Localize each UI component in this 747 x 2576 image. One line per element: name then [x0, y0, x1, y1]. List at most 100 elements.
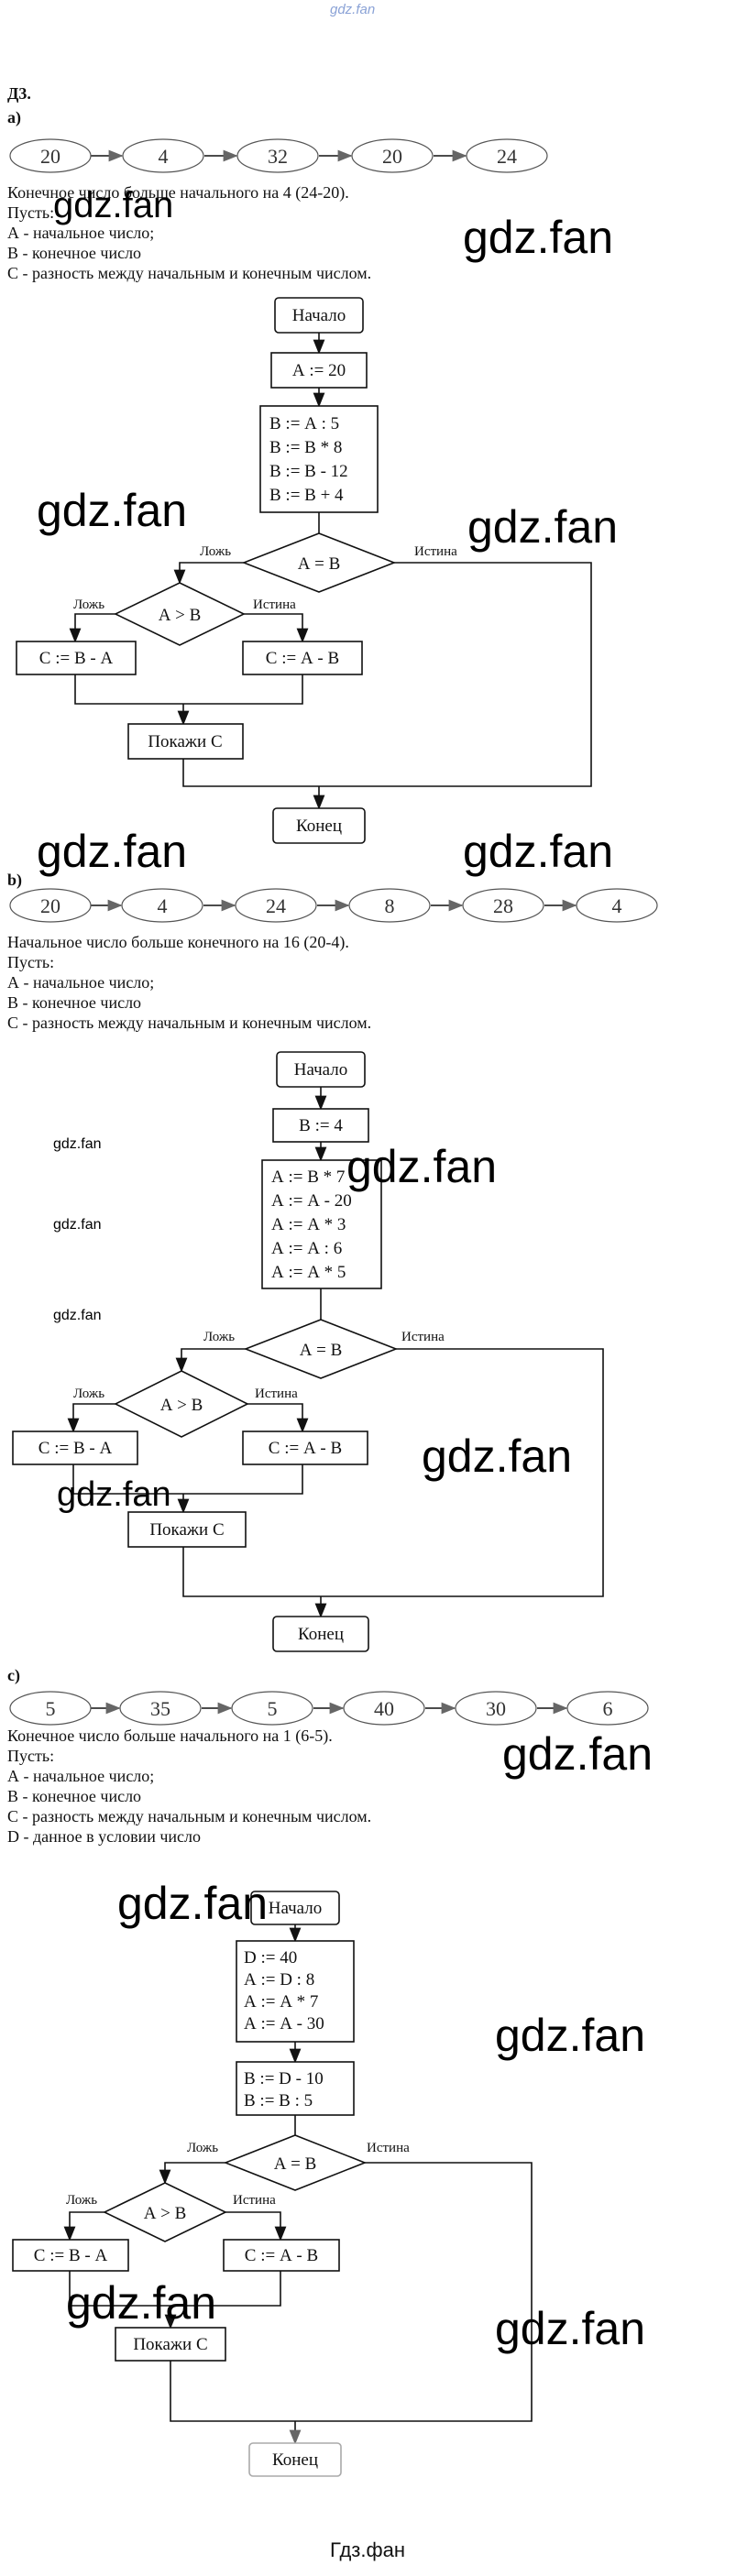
section-b-line-5: С - разность между начальным и конечным …: [7, 1014, 372, 1032]
section-a-line-2: Пусть:: [7, 203, 55, 222]
svg-text:5: 5: [268, 1697, 278, 1720]
left-assign: [12, 2239, 129, 2272]
svg-text:В := D - 10: В := D - 10: [244, 2069, 324, 2088]
ops-block: [259, 405, 379, 513]
chain-node: 28: [462, 888, 544, 923]
svg-text:А := 20: А := 20: [292, 361, 346, 380]
chain-node: 4: [576, 888, 658, 923]
svg-text:А = В: А = В: [274, 2154, 317, 2174]
section-a-flowchart: Начало А := 20 В := А : 5 В := В * 8 В :…: [16, 297, 592, 844]
svg-text:D := 40: D := 40: [244, 1948, 297, 1968]
svg-text:В := В + 4: В := В + 4: [269, 486, 344, 505]
end-block: [272, 1616, 369, 1652]
chain-node: 6: [566, 1691, 649, 1726]
svg-text:Истина: Истина: [367, 2141, 410, 2155]
svg-text:20: 20: [40, 145, 60, 168]
svg-text:Конец: Конец: [272, 2450, 318, 2470]
svg-text:С := А - В: С := А - В: [245, 2246, 318, 2265]
section-c-line-4: В - конечное число: [7, 1787, 142, 1805]
section-a-label: а): [7, 108, 21, 126]
svg-text:А > В: А > В: [160, 1396, 203, 1415]
svg-text:30: 30: [486, 1697, 506, 1720]
svg-text:Покажи С: Покажи С: [148, 732, 222, 751]
assign-block: [270, 352, 368, 389]
left-assign: [12, 1431, 138, 1465]
chain-node: 20: [351, 138, 434, 173]
section-c-chain: 5 35 5 40 30 6: [9, 1691, 649, 1726]
watermark: gdz.fan: [502, 1728, 654, 1780]
chain-node: 5: [9, 1691, 92, 1726]
svg-text:Ложь: Ложь: [187, 2141, 218, 2155]
svg-text:А := А * 3: А := А * 3: [271, 1215, 346, 1234]
svg-text:4: 4: [158, 894, 168, 917]
svg-text:Конец: Конец: [296, 817, 342, 836]
ops-block: [236, 2061, 355, 2116]
chain-node: 30: [455, 1691, 537, 1726]
svg-text:В := В : 5: В := В : 5: [244, 2091, 313, 2110]
condition-1: [223, 2134, 368, 2191]
section-b-chain: 20 4 24 8 28 4: [9, 888, 658, 923]
watermark: gdz.fan: [463, 826, 614, 877]
svg-text:А > В: А > В: [144, 2204, 187, 2223]
svg-text:6: 6: [603, 1697, 613, 1720]
chain-node: 24: [235, 888, 317, 923]
chain-node: 24: [466, 138, 548, 173]
svg-text:Истина: Истина: [414, 544, 457, 559]
condition-2: [103, 2182, 227, 2242]
chain-node: 40: [343, 1691, 425, 1726]
watermark: gdz.fan: [57, 1475, 171, 1514]
section-c-label: c): [7, 1666, 20, 1684]
section-c-line-3: А - начальное число;: [7, 1767, 155, 1785]
svg-text:А := D : 8: А := D : 8: [244, 1970, 314, 1990]
footer-watermark: Гдз.фан: [330, 2538, 405, 2561]
chain-node: 8: [348, 888, 431, 923]
section-b-line-1: Начальное число больше конечного на 16 (…: [7, 933, 349, 951]
watermark: gdz.fan: [53, 1308, 102, 1323]
svg-text:В := 4: В := 4: [299, 1116, 343, 1135]
svg-text:40: 40: [374, 1697, 394, 1720]
svg-text:С := В - А: С := В - А: [39, 649, 114, 668]
left-assign: [16, 641, 137, 675]
watermark: gdz.fan: [495, 2303, 646, 2354]
svg-text:20: 20: [382, 145, 402, 168]
chain-node: 4: [122, 138, 204, 173]
svg-text:С := В - А: С := В - А: [34, 2246, 108, 2265]
watermark: gdz.fan: [346, 1141, 498, 1192]
svg-text:А := А * 7: А := А * 7: [244, 1992, 318, 2011]
svg-text:С := В - А: С := В - А: [38, 1439, 113, 1458]
section-b-flowchart: Начало В := 4 А := В * 7 А := А - 20 А :…: [12, 1051, 604, 1652]
section-c-line-5: С - разность между начальным и конечным …: [7, 1807, 372, 1825]
chain-node: 4: [121, 888, 203, 923]
svg-text:28: 28: [493, 894, 513, 917]
section-c-line-1: Конечное число больше начального на 1 (6…: [7, 1726, 333, 1745]
chain-node: 35: [119, 1691, 202, 1726]
section-b-line-3: А - начальное число;: [7, 973, 155, 992]
watermark: gdz.fan: [37, 485, 188, 536]
svg-text:Ложь: Ложь: [203, 1330, 235, 1344]
section-c-line-2: Пусть:: [7, 1747, 55, 1765]
section-b-line-4: В - конечное число: [7, 993, 142, 1012]
chain-node: 5: [231, 1691, 313, 1726]
svg-text:Конец: Конец: [298, 1625, 344, 1644]
svg-text:Истина: Истина: [233, 2193, 276, 2208]
end-block: [272, 807, 366, 844]
svg-text:Начало: Начало: [292, 306, 346, 325]
section-a-line-5: С - разность между начальным и конечным …: [7, 264, 372, 282]
svg-text:Ложь: Ложь: [73, 1387, 104, 1401]
svg-text:Ложь: Ложь: [66, 2193, 97, 2208]
show-block: [127, 1511, 247, 1548]
section-b-line-2: Пусть:: [7, 953, 55, 971]
section-a-line-4: В - конечное число: [7, 244, 142, 262]
watermark: gdz.fan: [53, 1217, 102, 1233]
task-id: Д3.: [7, 84, 31, 103]
section-a-chain: 20 4 32 20 24: [9, 138, 548, 173]
assign-block: [236, 1940, 355, 2043]
watermark: gdz.fan: [53, 185, 174, 225]
svg-text:8: 8: [385, 894, 395, 917]
section-a-line-1: Конечное число больше начального на 4 (2…: [7, 183, 349, 202]
watermark: gdz.fan: [53, 1136, 102, 1152]
chain-node: 32: [236, 138, 319, 173]
svg-text:Покажи С: Покажи С: [149, 1520, 224, 1540]
svg-text:С := А - В: С := А - В: [269, 1439, 342, 1458]
